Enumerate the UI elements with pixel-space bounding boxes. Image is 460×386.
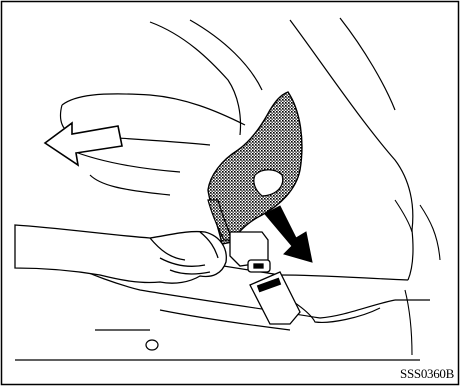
figure-code: SSS0360B [400,366,454,382]
buckle-receiver [250,272,300,324]
side-panel [395,200,440,355]
solid-down-right-arrow [265,206,312,262]
seat-bolt [146,340,158,350]
buckle-tongue [230,232,270,272]
hollow-left-arrow [45,123,122,165]
hand [15,225,226,283]
